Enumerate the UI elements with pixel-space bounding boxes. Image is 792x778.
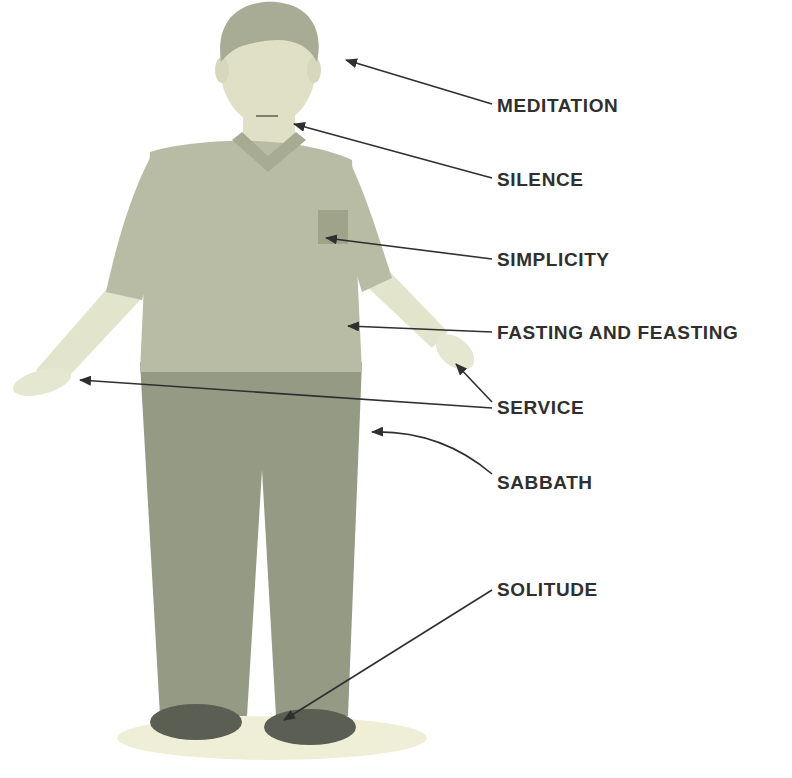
callout-label: SABBATH [497,471,593,495]
shirt [140,141,362,372]
ear [215,57,229,83]
leader-line [284,590,492,720]
left-hand [10,363,74,402]
leader-line [80,380,492,408]
right-hand [429,327,481,377]
callout-label: SOLITUDE [497,578,598,602]
ear [307,57,321,83]
leader-line [326,238,492,259]
hair [220,2,319,62]
callout-label: FASTING AND FEASTING [497,321,738,345]
callout-label: SILENCE [497,168,584,192]
left-shoe [150,704,242,740]
leader-line [346,60,492,104]
leader-line [294,124,492,178]
callout-label: MEDITATION [497,94,618,118]
collar [232,132,306,172]
mouth [256,115,278,117]
trousers [140,362,362,716]
leader-line [456,364,492,402]
callout-label: SERVICE [497,396,584,420]
leader-line [372,432,492,474]
callout-label: SIMPLICITY [497,248,610,272]
leader-line [348,326,492,332]
right-shoe [264,709,356,745]
